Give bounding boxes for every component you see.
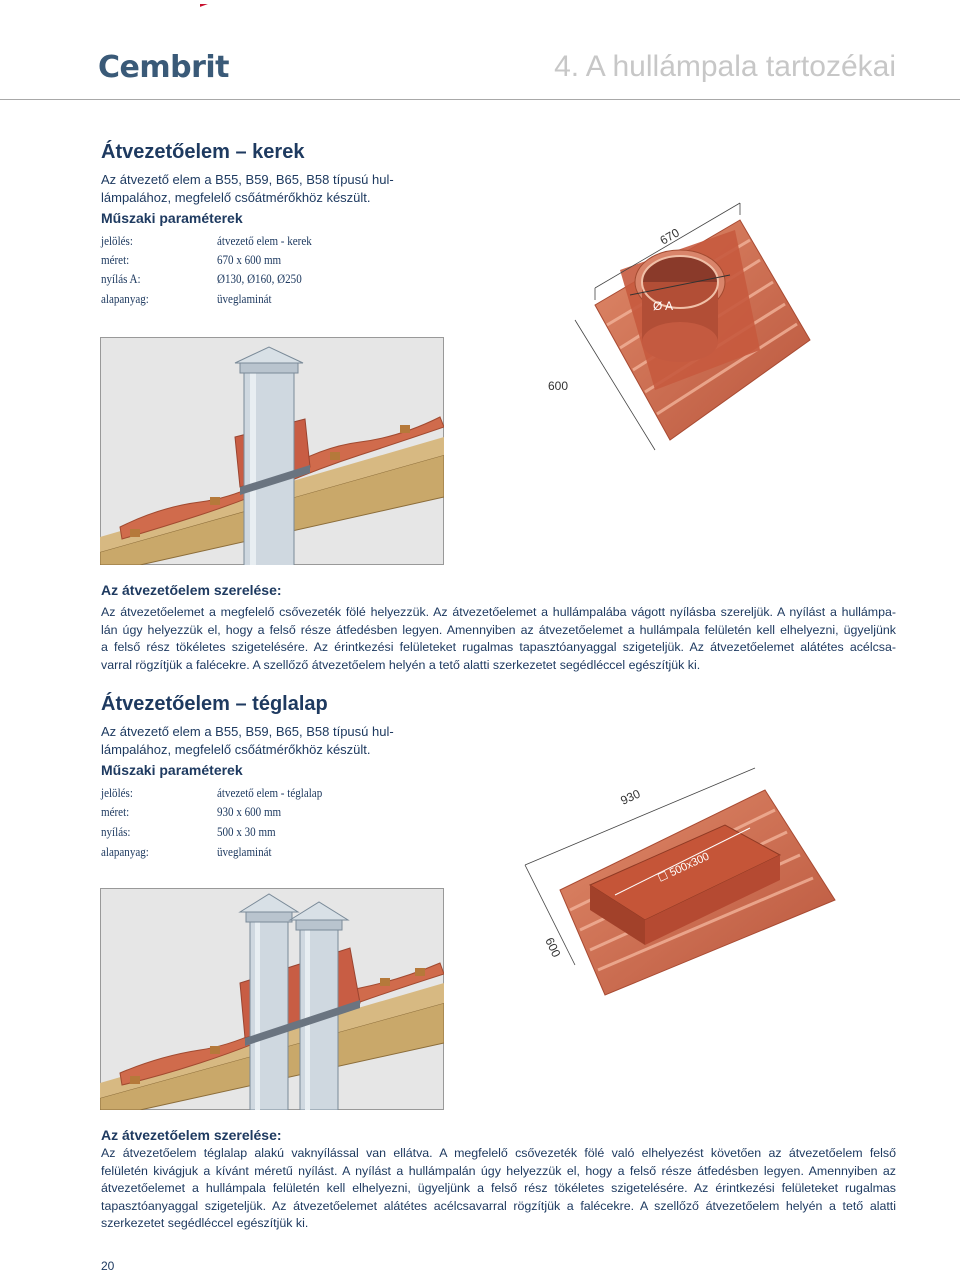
section2-install-paragraph: Az átvezetőelem téglalap alakú vaknyílás… [101,1145,896,1233]
rectangular-flashing-product-figure: ☐ 500x300 930 600 [524,767,836,996]
param-key: nyílás: [101,824,131,839]
param-value: Ø130, Ø160, Ø250 [217,271,302,286]
param-key: jelölés: [101,785,133,800]
section1-title: Átvezetőelem – kerek [101,141,305,163]
param-value: 500 x 30 mm [217,824,276,839]
paragraph-line: Az átvezetőelem téglalap alakú vaknyílás… [101,1146,896,1160]
paragraph-line: a felső rész tökéletes szigetelésére. Az… [101,640,896,655]
param-value: üveglaminát [217,291,272,306]
section1-intro-line2: lámpalához, megfelelő csőátmérőkhöz kész… [101,190,371,205]
round-flashing-product-figure: Ø A 670 600 [548,202,811,451]
round-flashing-installation-figure [100,337,444,565]
header-divider [0,99,960,100]
section2-title: Átvezetőelem – téglalap [101,693,328,715]
section2-intro-line2: lámpalához, megfelelő csőátmérőkhöz kész… [101,742,371,757]
param-key: méret: [101,252,130,267]
section1-install-heading: Az átvezetőelem szerelése: [101,582,282,598]
chapter-title: 4. A hullámpala tartozékai [554,50,896,83]
rectangular-flashing-installation-figure [100,888,444,1110]
paragraph-line: tapasztóanyaggal szigeteljük. Az átvezet… [101,1198,896,1213]
height-dimension-label: 600 [548,379,568,393]
width-dimension-label: 930 [618,786,642,807]
opening-label: Ø A [653,299,673,313]
logo-text: Cembrit [98,50,230,85]
paragraph-line: Az átvezetőelemet a megfelelő csővezeték… [101,605,896,619]
param-value: átvezető elem - kerek [217,233,312,248]
logo-mark-icon [200,4,208,7]
section2-intro-line1: Az átvezető elem a B55, B59, B65, B58 tí… [101,724,394,739]
paragraph-line: átvezetőelemet a hullámpala felületén ke… [101,1181,896,1196]
paragraph-line: szerkezetet segédléccel egészítjük ki. [101,1216,309,1231]
section2-install-heading: Az átvezetőelem szerelése: [101,1127,282,1143]
param-value: átvezető elem - téglalap [217,785,323,800]
param-value: 930 x 600 mm [217,804,282,819]
cembrit-logo: Cembrit [98,4,238,85]
section1-intro-line1: Az átvezető elem a B55, B59, B65, B58 tí… [101,172,394,187]
paragraph-line: lán úgy helyezzük el, hogy a felső része… [101,622,896,637]
param-key: alapanyag: [101,291,149,306]
param-key: nyílás A: [101,271,141,286]
section1-params-heading: Műszaki paraméterek [101,210,243,226]
param-key: alapanyag: [101,844,149,859]
section1-install-paragraph: Az átvezetőelemet a megfelelő csővezeték… [101,604,896,674]
param-value: üveglaminát [217,844,272,859]
paragraph-line: varral rögzítjük a falécekre. A szellőző… [101,657,701,672]
paragraph-line: felületén kivágjuk a kívánt méretű nyílá… [101,1163,896,1178]
section2-params-heading: Műszaki paraméterek [101,762,243,778]
height-dimension-label: 600 [542,935,563,959]
param-key: jelölés: [101,233,133,248]
width-dimension-label: 670 [658,225,683,247]
page-number: 20 [101,1259,115,1273]
param-value: 670 x 600 mm [217,252,282,267]
param-key: méret: [101,804,130,819]
